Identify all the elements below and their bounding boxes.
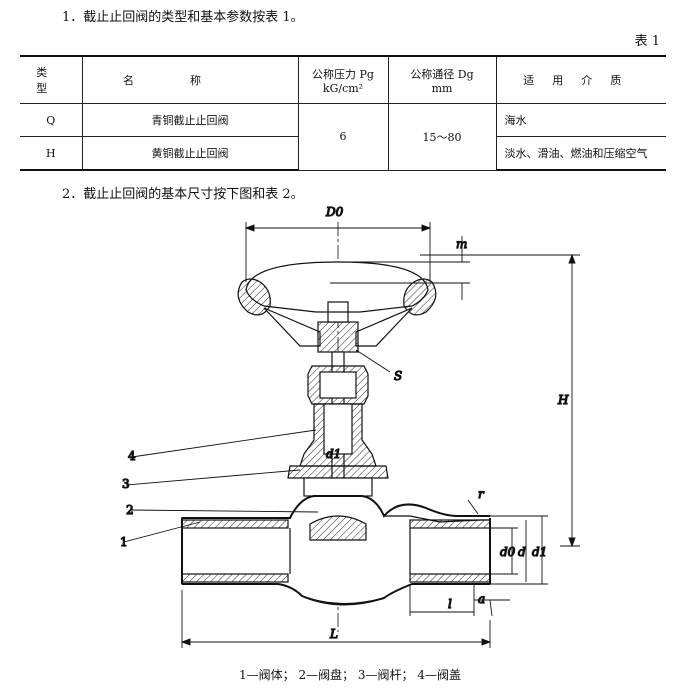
label-part-3: 3 — [122, 477, 130, 491]
label-d: d — [518, 545, 526, 559]
label-part-4: 4 — [128, 449, 136, 463]
label-h: H — [557, 393, 569, 407]
label-l-big: L — [329, 627, 338, 641]
row-name-cell: 青铜截止止回阀 — [81, 103, 299, 137]
header-name: 名称 — [81, 55, 299, 104]
valve-drawing: D0 m S H d1 r d0 d d1 l a L 4 3 2 1 — [119, 204, 580, 648]
row-type-cell: Q — [20, 103, 83, 137]
label-a: a — [478, 592, 485, 606]
valve-body — [181, 495, 491, 606]
drawing-caption: 1—阀体； 2—阀盘； 3—阀杆； 4—阀盖 — [239, 668, 461, 682]
label-part-2: 2 — [126, 503, 134, 517]
paragraph-2: 2．截止止回阀的基本尺寸按下图和表 2。 — [62, 187, 304, 202]
bonnet — [287, 351, 389, 501]
row-type-cell: H — [20, 136, 83, 171]
label-d0-top: D0 — [325, 205, 344, 219]
label-d1-side: d1 — [532, 545, 547, 559]
header-type: 类型 — [20, 55, 83, 104]
label-s: S — [394, 369, 402, 383]
label-r: r — [478, 487, 485, 501]
table-row: H 黄铜截止止回阀 淡水、滑油、燃油和压缩空气 — [20, 136, 666, 171]
leader-lines — [123, 349, 479, 543]
dimension-lines — [180, 222, 580, 648]
header-medium: 适用介质 — [495, 55, 666, 104]
row-medium-cell: 淡水、滑油、燃油和压缩空气 — [495, 136, 666, 171]
handwheel — [237, 261, 437, 353]
diameter-cell: 15～80 — [387, 103, 497, 171]
label-d1-small: d1 — [326, 447, 341, 461]
label-m: m — [456, 237, 467, 251]
row-medium-cell: 海水 — [495, 103, 666, 137]
row-name-cell: 黄铜截止止回阀 — [81, 136, 299, 171]
pressure-cell: 6 — [297, 103, 389, 171]
table-row: Q 青铜截止止回阀 6 15～80 海水 — [20, 103, 666, 171]
table-number: 表 1 — [634, 34, 660, 49]
label-l-small: l — [448, 597, 452, 611]
label-part-1: 1 — [120, 535, 128, 549]
label-d0-side: d0 — [500, 545, 516, 559]
paragraph-1: 1．截止止回阀的类型和基本参数按表 1。 — [62, 10, 304, 25]
